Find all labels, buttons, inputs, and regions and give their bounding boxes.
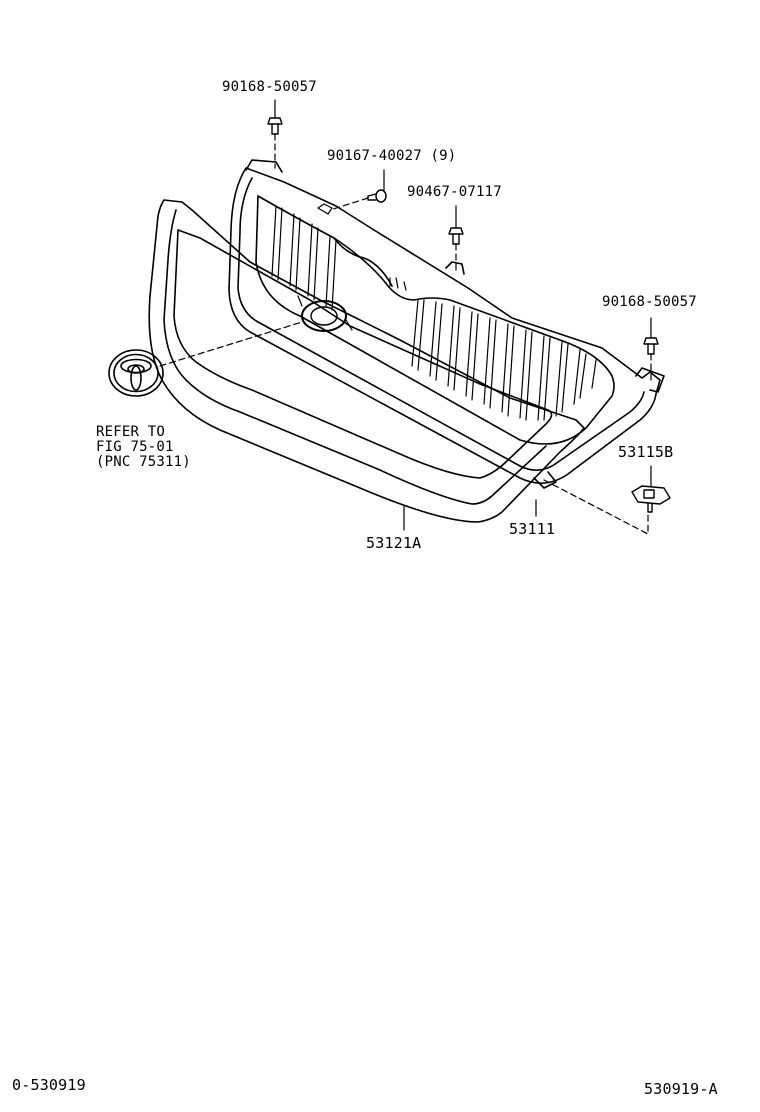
label-clip-mid: 90467-07117	[407, 184, 502, 200]
label-outer-frame: 53121A	[366, 534, 422, 552]
bolt-mid-icon	[367, 189, 387, 203]
dashed-guides	[159, 133, 652, 535]
leader-lines	[274, 99, 652, 531]
screw-top-icon	[267, 117, 283, 135]
emblem-icon	[108, 349, 164, 397]
outer-frame-53121A	[148, 199, 585, 523]
grille-body-53111	[228, 159, 665, 489]
clip-mid-icon	[448, 227, 464, 245]
label-bracket: 53115B	[618, 443, 674, 461]
footer-left-code: 0-530919	[12, 1076, 86, 1094]
label-screw-top: 90168-50057	[222, 79, 317, 95]
screw-right-icon	[643, 337, 659, 355]
label-screw-right: 90168-50057	[602, 294, 697, 310]
label-emblem-ref-1: REFER TO	[96, 424, 166, 440]
label-emblem-ref-3: (PNC 75311)	[96, 454, 191, 470]
bracket-53115B-icon	[631, 485, 671, 513]
footer-right-code: 530919-A	[644, 1080, 718, 1098]
label-bolt-mid: 90167-40027 (9)	[327, 148, 457, 164]
label-grille: 53111	[509, 520, 556, 538]
label-emblem-ref-2: FIG 75-01	[96, 439, 174, 455]
